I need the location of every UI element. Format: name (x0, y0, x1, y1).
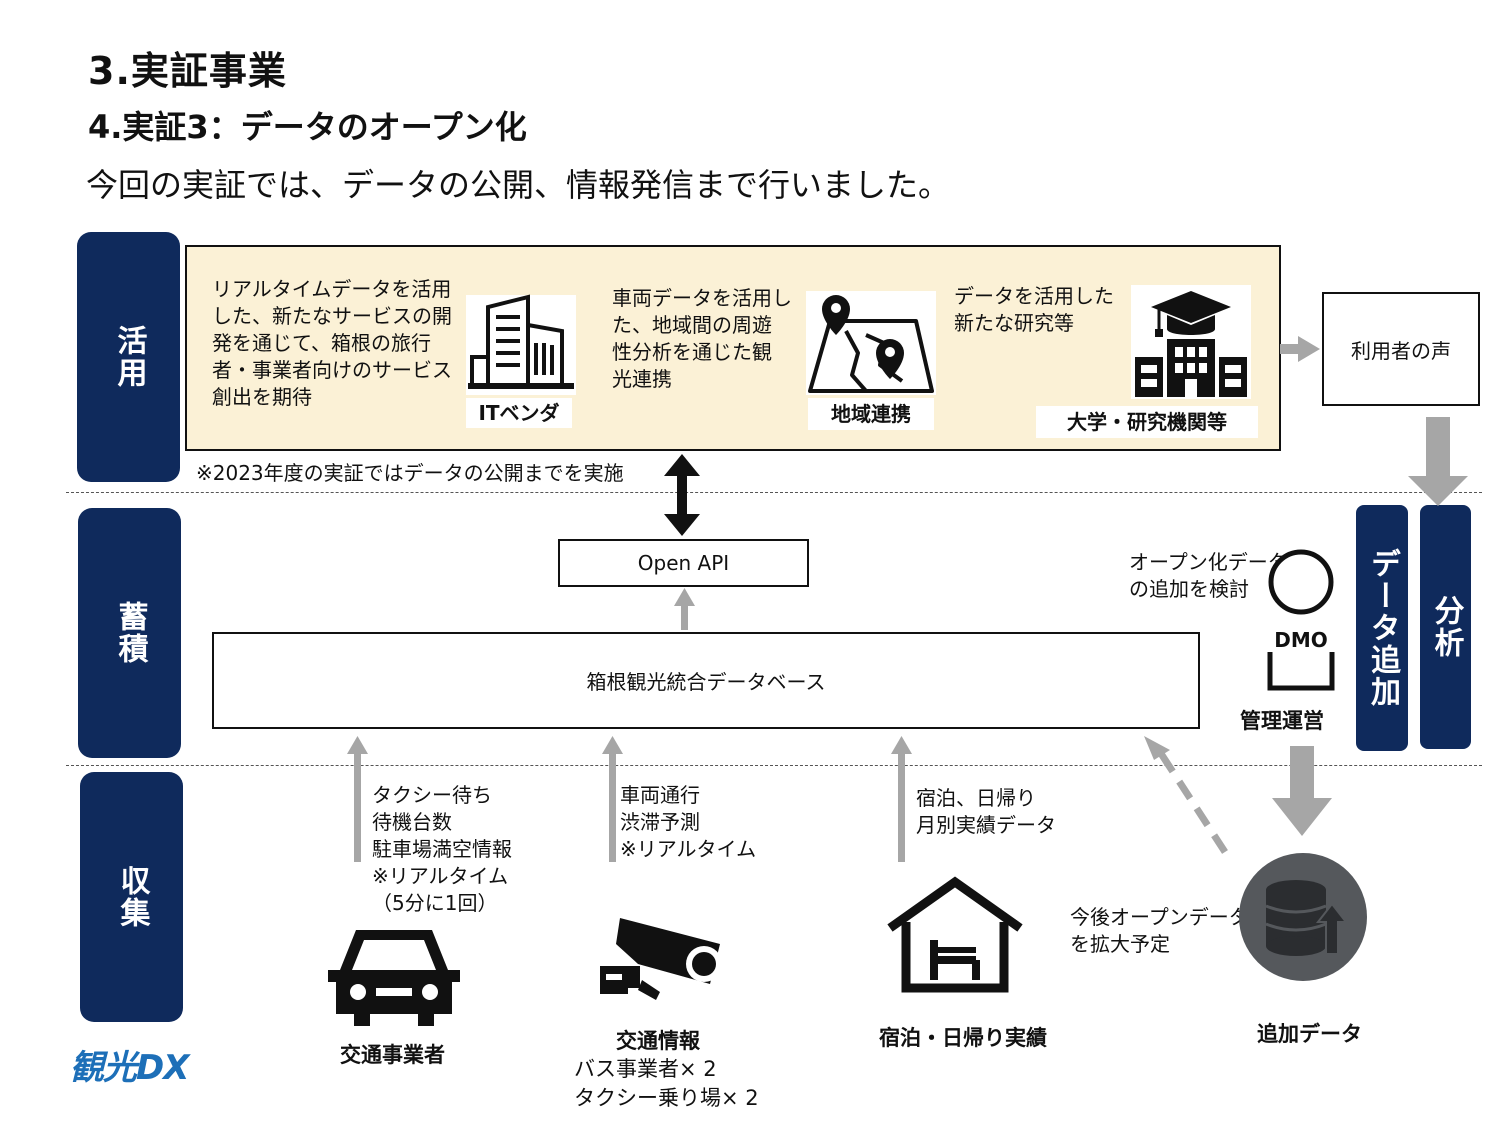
lodging-label: 宿泊・日帰り実績 (879, 1026, 1047, 1050)
additional-data-dashed-arrow (1144, 736, 1228, 854)
traffic-info-sub: バス事業者× 2 タクシー乗り場× 2 (574, 1057, 759, 1110)
car-icon (326, 922, 462, 1028)
open-api-box: Open API (558, 539, 809, 587)
lodging-house-icon (884, 876, 1026, 994)
university-label: 大学・研究機関等 (1036, 406, 1258, 438)
api-double-arrow (664, 454, 700, 536)
page-title: 3.実証事業 (88, 49, 287, 93)
traffic-info-label: 交通情報 (616, 1029, 700, 1053)
layer-label-store: 蓄積 (78, 508, 181, 758)
traffic-data-text: 車両通行 渋滞予測 ※リアルタイム (620, 783, 757, 861)
taxi-operator-label: 交通事業者 (340, 1043, 445, 1067)
it-vendor-text: リアルタイムデータを活用 した、新たなサービスの開 発を通じて、箱根の旅行 者・… (212, 277, 452, 409)
voice-to-analysis-arrow (1408, 417, 1468, 506)
building-icon (466, 294, 576, 395)
database-icon (1238, 852, 1368, 982)
voice-arrow (1280, 336, 1320, 362)
university-text: データを活用した 新たな研究等 (954, 284, 1114, 335)
dmo-label: 管理運営 (1240, 709, 1324, 733)
user-voice-box: 利用者の声 (1322, 292, 1480, 406)
data-add-label: データ追加 (1356, 505, 1408, 751)
dmo-icon-label: DMO (1262, 628, 1340, 652)
user-voice-label: 利用者の声 (1351, 338, 1451, 363)
taxi-up-arrow (347, 736, 368, 862)
lodging-data-text: 宿泊、日帰り 月別実績データ (916, 786, 1056, 837)
to-additional-data-arrow (1272, 746, 1332, 836)
open-api-label: Open API (637, 551, 730, 575)
separator-use-store (66, 492, 1482, 493)
database-label: 箱根観光統合データベース (586, 670, 826, 694)
lead-text: 今回の実証では、データの公開、情報発信まで行いました。 (86, 166, 951, 204)
taxi-data-text: タクシー待ち 待機台数 駐車場満空情報 ※リアルタイム （5分に1回） (372, 783, 512, 915)
dmo-person-icon (1262, 548, 1340, 694)
dmo-text: オープン化データ の追加を検討 (1129, 550, 1288, 601)
use-note: ※2023年度の実証ではデータの公開までを実施 (196, 461, 624, 485)
kanko-dx-logo: 観光DX (70, 1048, 189, 1088)
future-data-text: 今後オープンデータ を拡大予定 (1070, 905, 1249, 956)
lodging-up-arrow (891, 736, 912, 862)
camera-icon (598, 914, 734, 1004)
database-box: 箱根観光統合データベース (212, 632, 1200, 729)
separator-store-collect (66, 765, 1482, 766)
analysis-label: 分析 (1420, 505, 1471, 749)
regional-label: 地域連携 (808, 398, 934, 430)
layer-label-use: 活用 (77, 232, 180, 482)
section-subtitle: 4.実証3：データのオープン化 (88, 108, 527, 146)
traffic-up-arrow (602, 736, 623, 862)
regional-text: 車両データを活用し た、地域間の周遊 性分析を通じた観 光連携 (612, 286, 792, 391)
layer-label-collect: 収集 (80, 772, 183, 1022)
it-vendor-label: ITベンダ (466, 398, 572, 428)
map-pin-icon (806, 291, 936, 395)
db-to-api-arrow (674, 588, 695, 630)
additional-data-label: 追加データ (1257, 1022, 1362, 1046)
university-icon (1131, 285, 1251, 399)
